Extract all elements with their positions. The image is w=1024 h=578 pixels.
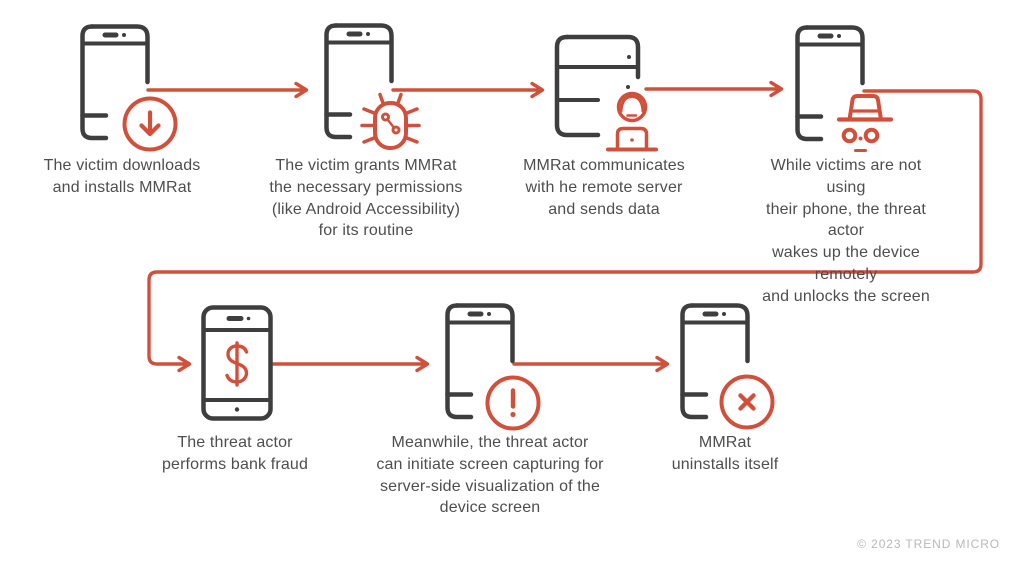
step4-node	[794, 24, 902, 156]
step6-node	[444, 302, 552, 434]
download-circle-icon	[122, 96, 178, 152]
server-threat-actor-icon	[554, 34, 658, 152]
step2-node	[323, 22, 431, 154]
arrow-step1-to-step2	[146, 81, 309, 99]
server-icon	[554, 34, 641, 138]
copyright-text: © 2023 TREND MICRO	[857, 537, 1000, 551]
phone-spy-icon	[795, 25, 894, 152]
dollar-sign-icon	[225, 341, 249, 387]
step3-caption: MMRat communicates with he remote server…	[523, 157, 685, 218]
threat-actor-at-laptop-icon	[606, 91, 658, 152]
step4-caption: While victims are not using their phone,…	[762, 157, 930, 305]
step6-caption: Meanwhile, the threat actor can initiate…	[376, 434, 604, 517]
exclamation-circle-icon	[485, 375, 541, 431]
arrow-step3-to-step4	[644, 80, 784, 98]
step5-caption: The threat actor performs bank fraud	[161, 434, 309, 473]
step3-node	[553, 33, 665, 157]
spy-hat-glasses-icon	[836, 94, 894, 152]
step7-node	[679, 302, 787, 434]
phone-uninstall-icon	[680, 303, 775, 430]
step1-node	[79, 23, 187, 155]
arrow-step5-to-step6	[269, 355, 430, 373]
phone-download-icon	[80, 24, 178, 152]
arrow-step6-to-step7	[512, 355, 670, 373]
malware-bug-icon	[360, 92, 421, 150]
step5-node	[200, 304, 280, 426]
arrow-step2-to-step3	[391, 81, 545, 99]
step1-caption: The victim downloads and installs MMRat	[43, 157, 201, 196]
step2-caption: The victim grants MMRat the necessary pe…	[269, 157, 463, 240]
connector-step4-to-step5	[147, 89, 983, 373]
phone-alert-icon	[445, 303, 541, 431]
phone-dollar-icon	[201, 305, 273, 421]
step7-caption: MMRat uninstalls itself	[671, 434, 779, 473]
phone-bug-icon	[324, 23, 421, 150]
close-circle-icon	[719, 374, 775, 430]
